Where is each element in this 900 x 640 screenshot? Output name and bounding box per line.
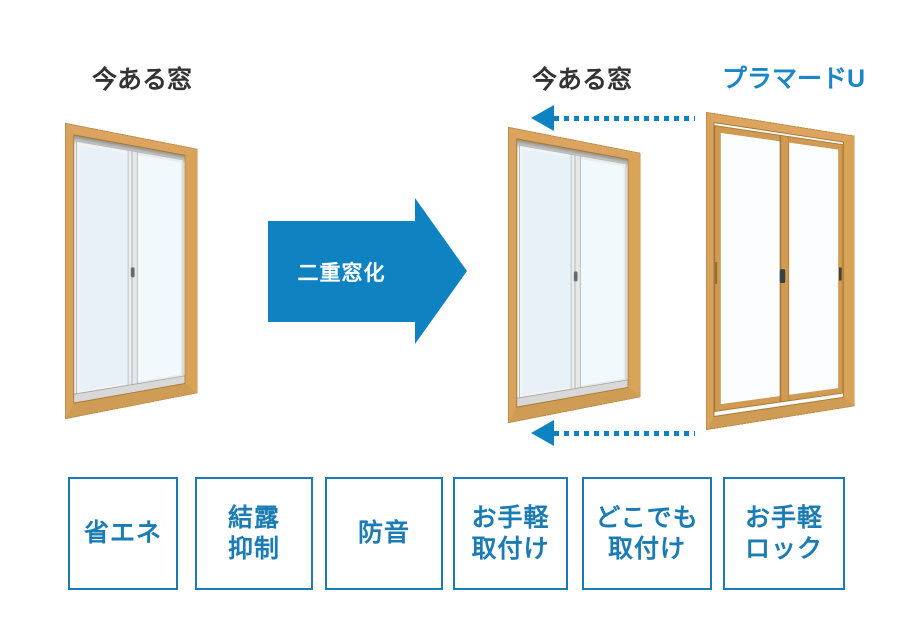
feature-box-soundproofing: 防音 bbox=[325, 477, 443, 590]
wood-window-frame bbox=[66, 124, 197, 418]
existing-window-illustration-right bbox=[509, 128, 681, 422]
feature-label: お手軽 取付け bbox=[471, 504, 550, 563]
conversion-arrow: 二重窓化 bbox=[268, 198, 467, 345]
window-3d-wrapper bbox=[707, 113, 855, 429]
existing-window-label-right: 今ある窓 bbox=[532, 66, 633, 94]
conversion-arrow-body: 二重窓化 bbox=[268, 221, 415, 322]
arrow-left-icon bbox=[531, 420, 554, 446]
feature-label: 省エネ bbox=[83, 519, 162, 548]
feature-label: 防音 bbox=[357, 519, 410, 548]
dotted-arrow-top bbox=[531, 105, 695, 131]
window-opening bbox=[713, 122, 843, 417]
feature-label: どこでも 取付け bbox=[595, 504, 699, 563]
arrow-right-icon bbox=[415, 198, 467, 344]
feature-box-easy-lock: お手軽 ロック bbox=[723, 477, 845, 590]
arrow-left-icon bbox=[531, 105, 554, 131]
window-latch-icon bbox=[573, 271, 578, 282]
product-name-label: プラマードU bbox=[722, 65, 866, 93]
product-window-illustration bbox=[707, 113, 892, 429]
glass-pane-right bbox=[780, 135, 843, 402]
dotted-line bbox=[554, 431, 695, 436]
conversion-arrow-label: 二重窓化 bbox=[297, 261, 386, 285]
wood-window-frame bbox=[509, 128, 640, 422]
glass-pane-left bbox=[715, 126, 787, 411]
feature-box-condensation-control: 結露 抑制 bbox=[195, 477, 313, 590]
existing-window-illustration-left bbox=[66, 124, 238, 418]
dotted-line bbox=[554, 116, 695, 121]
window-opening bbox=[73, 134, 185, 403]
feature-box-easy-installation: お手軽 取付け bbox=[453, 477, 568, 590]
pull-handle-icon bbox=[838, 267, 842, 281]
window-opening bbox=[516, 138, 628, 407]
feature-label: お手軽 ロック bbox=[744, 504, 823, 563]
window-3d-wrapper bbox=[66, 124, 197, 418]
feature-box-install-anywhere: どこでも 取付け bbox=[582, 477, 712, 590]
window-lock-icon bbox=[779, 268, 785, 283]
wood-window-frame bbox=[707, 113, 855, 429]
existing-window-label-left: 今ある窓 bbox=[92, 66, 193, 94]
pull-handle-icon bbox=[715, 261, 718, 284]
feature-label: 結露 抑制 bbox=[227, 504, 280, 563]
feature-box-energy-saving: 省エネ bbox=[68, 477, 178, 590]
window-3d-wrapper bbox=[509, 128, 640, 422]
dotted-arrow-bottom bbox=[531, 420, 695, 446]
window-latch-icon bbox=[130, 267, 135, 278]
